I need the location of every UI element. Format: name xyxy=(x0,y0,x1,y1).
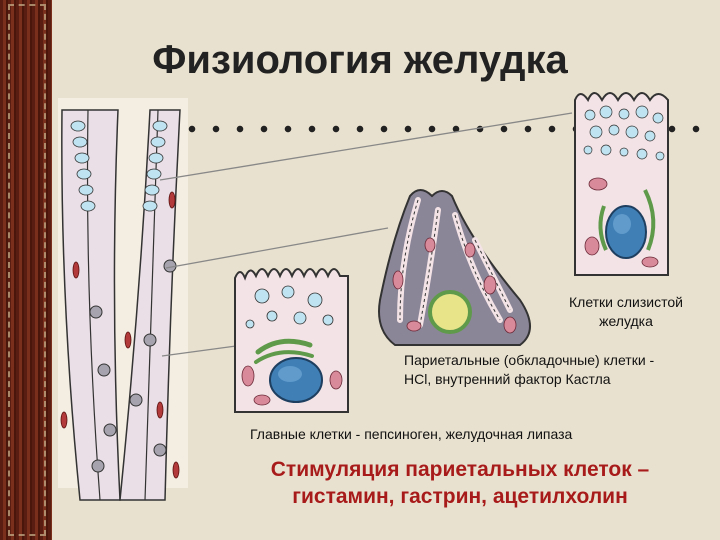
dotted-divider xyxy=(60,124,715,134)
decorative-left-border xyxy=(0,0,52,540)
mucous-cells-label-line1: Клетки слизистой xyxy=(569,294,683,310)
stimulation-note: Стимуляция париетальных клеток – гистами… xyxy=(200,456,720,510)
decorative-stitching xyxy=(8,4,46,536)
pointer-lines xyxy=(159,112,573,357)
stimulation-note-line1: Стимуляция париетальных клеток – xyxy=(270,458,650,481)
stimulation-note-line2: гистамин, гастрин, ацетилхолин xyxy=(292,485,628,508)
mucous-cells-label-line2: желудка xyxy=(599,313,653,329)
parietal-cells-label: Париетальные (обкладочные) клетки - HCl,… xyxy=(404,351,704,389)
slide-title: Физиология желудка xyxy=(152,38,568,82)
parietal-cell-illustration xyxy=(378,189,531,346)
gastric-gland-illustration xyxy=(52,96,188,501)
parietal-cells-label-line2: HCl, внутренний фактор Кастла xyxy=(404,371,611,387)
chief-cell-illustration xyxy=(234,268,349,413)
parietal-cells-label-line1: Париетальные (обкладочные) клетки - xyxy=(404,352,655,368)
chief-cells-label: Главные клетки - пепсиноген, желудочная … xyxy=(250,426,573,442)
mucous-cells-label: Клетки слизистой желудка xyxy=(556,293,696,331)
mucous-cell-illustration xyxy=(574,92,669,276)
